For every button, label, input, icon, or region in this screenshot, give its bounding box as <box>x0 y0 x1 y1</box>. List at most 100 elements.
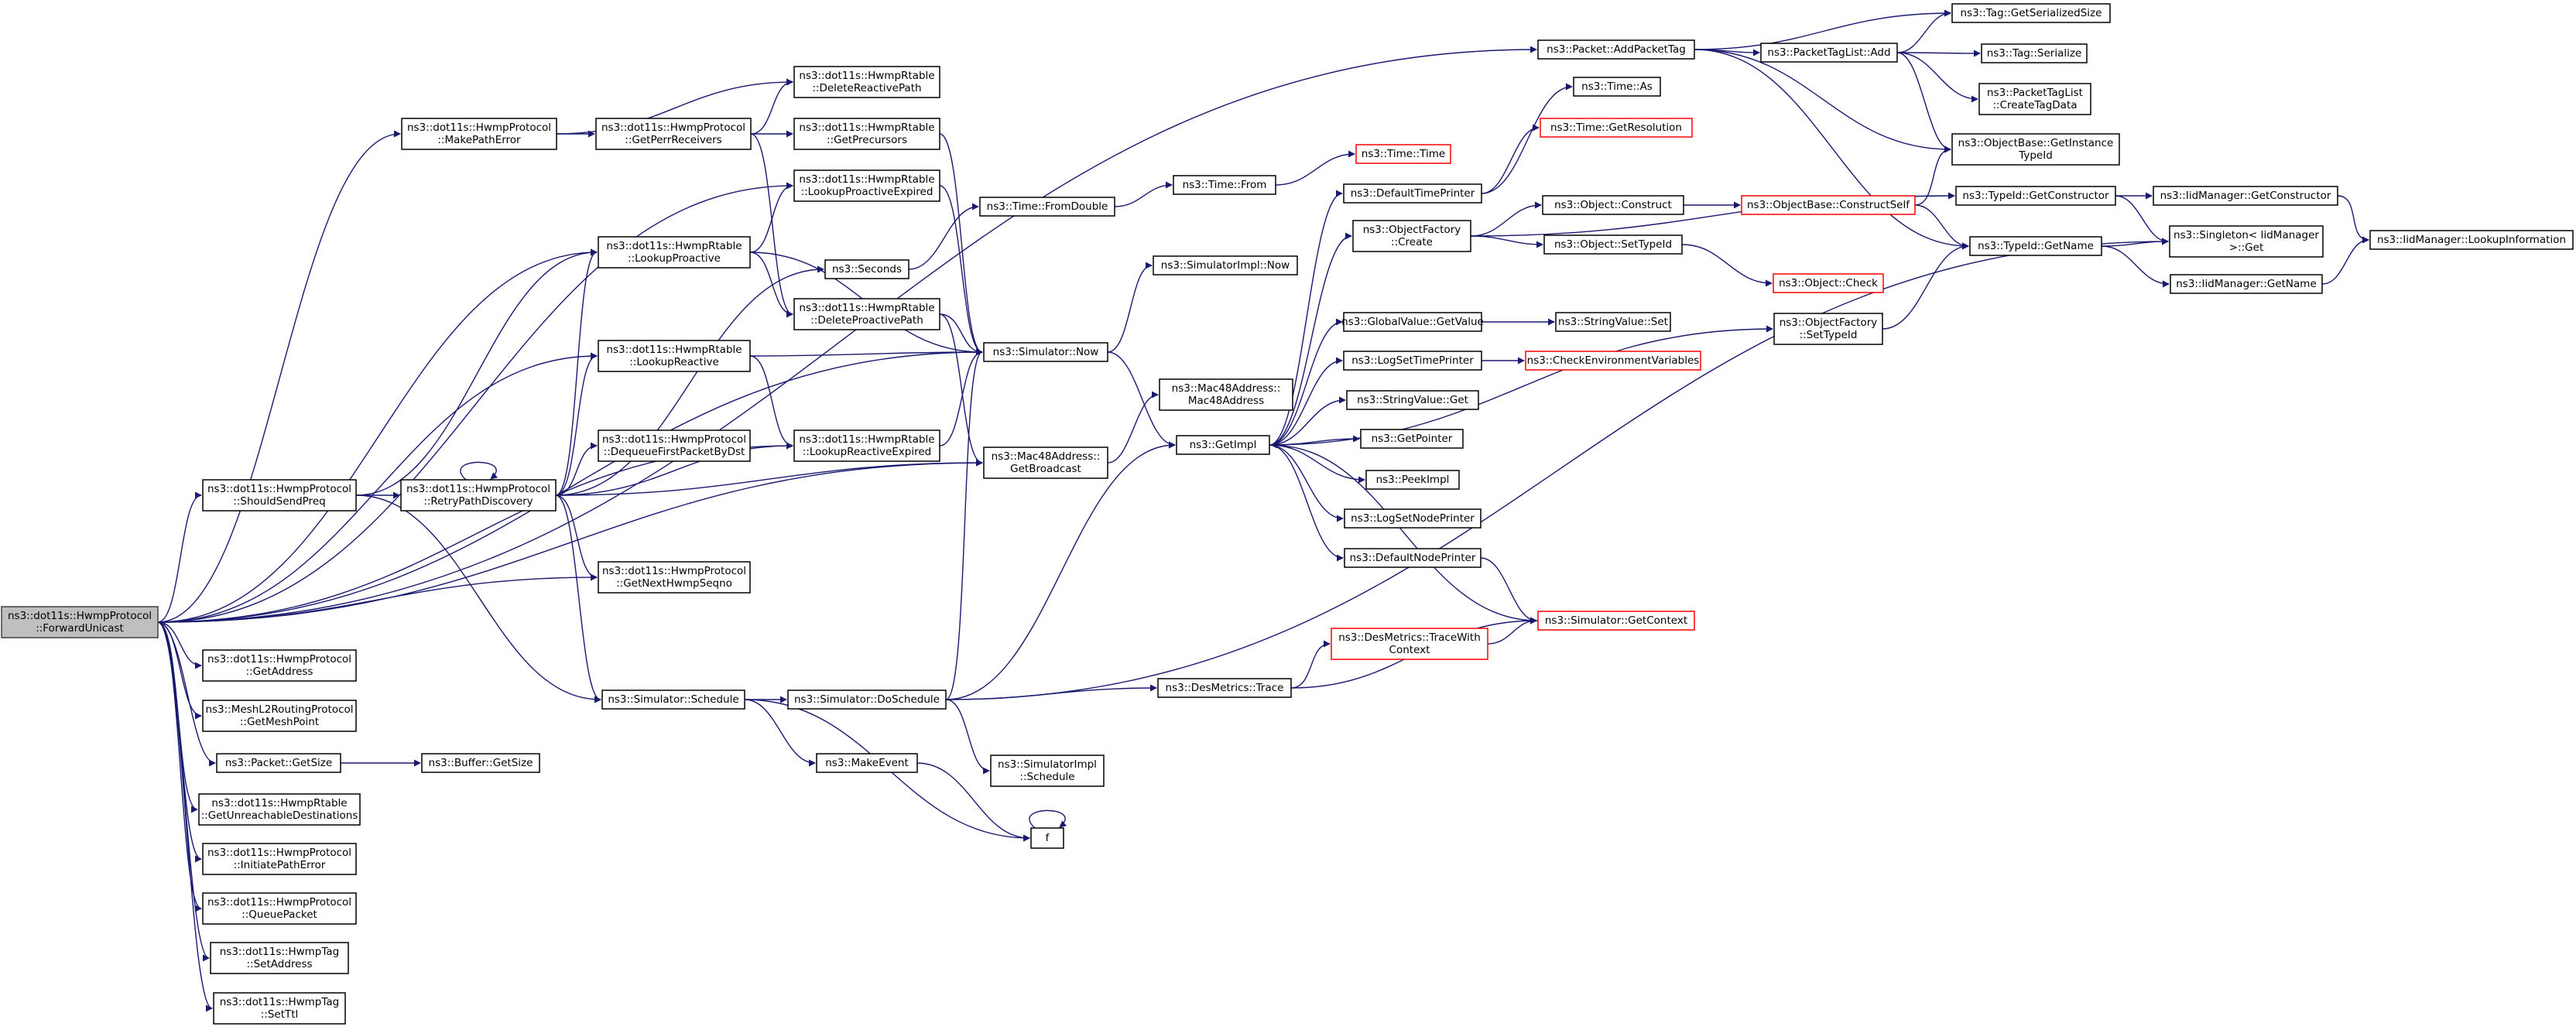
node-shouldSendPreq[interactable]: ns3::dot11s::HwmpProtocol::ShouldSendPre… <box>202 479 357 512</box>
node-seconds[interactable]: ns3::Seconds <box>824 259 909 279</box>
node-objSetTypeId[interactable]: ns3::Object::SetTypeId <box>1543 234 1683 255</box>
node-layer: ns3::dot11s::HwmpProtocol::ForwardUnicas… <box>1 3 2574 1025</box>
node-deleteReactivePath[interactable]: ns3::dot11s::HwmpRtable::DeleteReactiveP… <box>793 66 940 98</box>
node-tagListAdd[interactable]: ns3::PacketTagList::Add <box>1760 43 1898 63</box>
node-timeAs[interactable]: ns3::Time::As <box>1573 77 1661 97</box>
node-simImplSchedule[interactable]: ns3::SimulatorImpl::Schedule <box>990 755 1105 787</box>
node-tidGetName[interactable]: ns3::TypeId::GetName <box>1969 236 2102 256</box>
node-timeGetResolution[interactable]: ns3::Time::GetResolution <box>1540 118 1693 138</box>
node-f[interactable]: f <box>1030 827 1064 849</box>
node-packetAddTag[interactable]: ns3::Packet::AddPacketTag <box>1537 39 1695 60</box>
node-hwmpTagSetTtl[interactable]: ns3::dot11s::HwmpTag::SetTtl <box>213 992 346 1025</box>
node-peekImpl[interactable]: ns3::PeekImpl <box>1365 470 1460 490</box>
node-initiatePathError[interactable]: ns3::dot11s::HwmpProtocol::InitiatePathE… <box>202 843 357 875</box>
node-tagSerialize[interactable]: ns3::Tag::Serialize <box>1981 43 2088 63</box>
node-objCheck[interactable]: ns3::Object::Check <box>1773 273 1884 293</box>
node-label: ns3::dot11s::HwmpRtable <box>606 344 742 356</box>
node-label: ns3::PeekImpl <box>1376 474 1450 486</box>
node-checkEnv[interactable]: ns3::CheckEnvironmentVariables <box>1525 351 1701 371</box>
node-iidGetName[interactable]: ns3::IidManager::GetName <box>2170 274 2323 294</box>
node-constructSelf[interactable]: ns3::ObjectBase::ConstructSelf <box>1741 195 1916 215</box>
node-box <box>793 429 940 462</box>
edge-constructSelf-to-getInstanceTypeId <box>1914 145 1951 206</box>
node-getPrecursors[interactable]: ns3::dot11s::HwmpRtable::GetPrecursors <box>793 118 940 150</box>
edge-getImpl-to-logSetNodePrinter <box>1269 444 1344 522</box>
node-lookupProactiveExpired[interactable]: ns3::dot11s::HwmpRtable::LookupProactive… <box>793 169 940 202</box>
node-mac48Ctor[interactable]: ns3::Mac48Address::Mac48Address <box>1159 378 1293 411</box>
node-box <box>983 447 1108 479</box>
node-getPointer[interactable]: ns3::GetPointer <box>1360 429 1464 449</box>
node-box <box>598 561 751 594</box>
node-label: ns3::GetPointer <box>1372 433 1453 445</box>
node-iidLookupInfo[interactable]: ns3::IidManager::LookupInformation <box>2369 230 2574 250</box>
node-label: ns3::dot11s::HwmpProtocol <box>207 653 351 666</box>
node-singletonGet[interactable]: ns3::Singleton< IidManager >::Get <box>2169 225 2324 258</box>
node-logSetTimePrinter[interactable]: ns3::LogSetTimePrinter <box>1343 351 1482 371</box>
node-label: ns3::GlobalValue::GetValue <box>1341 316 1484 328</box>
node-box <box>210 942 349 974</box>
node-desMetricsTrace[interactable]: ns3::DesMetrics::Trace <box>1157 678 1292 698</box>
node-timeFromDouble[interactable]: ns3::Time::FromDouble <box>979 197 1115 217</box>
node-bufferGetSize[interactable]: ns3::Buffer::GetSize <box>421 753 540 773</box>
node-timeFrom[interactable]: ns3::Time::From <box>1173 175 1276 195</box>
node-packetGetSize[interactable]: ns3::Packet::GetSize <box>216 753 341 773</box>
node-getPerrReceivers[interactable]: ns3::dot11s::HwmpProtocol::GetPerrReceiv… <box>595 118 752 150</box>
node-simSchedule[interactable]: ns3::Simulator::Schedule <box>601 690 745 710</box>
edge-retryPathDiscovery-to-simSchedule <box>555 494 601 703</box>
node-label: ::SetTypeId <box>1800 329 1858 341</box>
node-label: ns3::dot11s::HwmpProtocol <box>406 483 550 495</box>
node-label: ::CreateTagData <box>1992 99 2077 111</box>
node-box <box>1773 273 1884 293</box>
edge-packetAddTag-to-tagGetSerSize <box>1694 9 1951 50</box>
node-mac48Broadcast[interactable]: ns3::Mac48Address::GetBroadcast <box>983 447 1108 479</box>
node-getContext[interactable]: ns3::Simulator::GetContext <box>1537 611 1695 631</box>
node-createTagData[interactable]: ns3::PacketTagList::CreateTagData <box>1978 83 2091 115</box>
node-retryPathDiscovery[interactable]: ns3::dot11s::HwmpProtocol::RetryPathDisc… <box>400 479 557 512</box>
node-lookupProactive[interactable]: ns3::dot11s::HwmpRtable::LookupProactive <box>598 236 751 269</box>
node-lookupReactiveExpired[interactable]: ns3::dot11s::HwmpRtable::LookupReactiveE… <box>793 429 940 462</box>
node-label: ::InitiatePathError <box>234 859 326 871</box>
node-deleteProactivePath[interactable]: ns3::dot11s::HwmpRtable::DeleteProactive… <box>793 298 940 330</box>
node-getImpl[interactable]: ns3::GetImpl <box>1176 435 1270 455</box>
node-tagGetSerSize[interactable]: ns3::Tag::GetSerializedSize <box>1951 3 2111 23</box>
edge-simDoSchedule-to-getImpl <box>945 441 1176 700</box>
node-objFactoryCreate[interactable]: ns3::ObjectFactory::Create <box>1352 220 1471 252</box>
node-label: ns3::Tag::Serialize <box>1987 47 2082 60</box>
node-getMeshPoint[interactable]: ns3::MeshL2RoutingProtocol::GetMeshPoint <box>202 700 357 732</box>
node-svGet[interactable]: ns3::StringValue::Get <box>1346 390 1479 410</box>
node-label: ns3::IidManager::GetName <box>2176 278 2317 290</box>
node-defaultNodePrinter[interactable]: ns3::DefaultNodePrinter <box>1344 548 1482 568</box>
node-queuePacket[interactable]: ns3::dot11s::HwmpProtocol::QueuePacket <box>202 892 357 925</box>
node-makeEvent[interactable]: ns3::MakeEvent <box>816 753 918 773</box>
node-tidGetConstructor[interactable]: ns3::TypeId::GetConstructor <box>1955 186 2116 206</box>
edge-objSetTypeId-to-objCheck <box>1681 244 1773 287</box>
node-svSet[interactable]: ns3::StringValue::Set <box>1555 312 1671 332</box>
node-dequeueFirst[interactable]: ns3::dot11s::HwmpProtocol::DequeueFirstP… <box>598 429 751 462</box>
node-getUnreachable[interactable]: ns3::dot11s::HwmpRtable::GetUnreachableD… <box>198 793 361 826</box>
node-gvGetValue[interactable]: ns3::GlobalValue::GetValue <box>1341 312 1484 332</box>
node-simImplNow[interactable]: ns3::SimulatorImpl::Now <box>1153 255 1298 275</box>
node-simDoSchedule[interactable]: ns3::Simulator::DoSchedule <box>787 690 947 710</box>
node-logSetNodePrinter[interactable]: ns3::LogSetNodePrinter <box>1344 508 1482 529</box>
node-box <box>1773 313 1883 345</box>
node-defaultTimePrinter[interactable]: ns3::DefaultTimePrinter <box>1343 183 1482 204</box>
edge-tidGetConstructor-to-singletonGet <box>2115 195 2169 245</box>
node-lookupReactive[interactable]: ns3::dot11s::HwmpRtable::LookupReactive <box>598 340 751 372</box>
edge-getPrecursors-to-simNow <box>939 133 983 356</box>
node-iidGetConstructor[interactable]: ns3::IidManager::GetConstructor <box>2153 186 2338 206</box>
node-label: f <box>1046 832 1050 844</box>
node-simNow[interactable]: ns3::Simulator::Now <box>983 342 1108 362</box>
node-hwmpTagSetAddress[interactable]: ns3::dot11s::HwmpTag::SetAddress <box>210 942 349 974</box>
node-getNextHwmpSeqno[interactable]: ns3::dot11s::HwmpProtocol::GetNextHwmpSe… <box>598 561 751 594</box>
node-label: ns3::dot11s::HwmpTag <box>220 996 339 1008</box>
node-ofSetTypeId[interactable]: ns3::ObjectFactory::SetTypeId <box>1773 313 1883 345</box>
node-forwardUnicast[interactable]: ns3::dot11s::HwmpProtocol::ForwardUnicas… <box>1 606 159 638</box>
node-objConstruct[interactable]: ns3::Object::Construct <box>1542 195 1684 215</box>
node-box <box>1360 429 1464 449</box>
edge-forwardUnicast-to-lookupProactive <box>157 248 598 623</box>
node-getAddress[interactable]: ns3::dot11s::HwmpProtocol::GetAddress <box>202 649 357 682</box>
node-makePathError[interactable]: ns3::dot11s::HwmpProtocol::MakePathError <box>401 118 557 150</box>
node-timeTime[interactable]: ns3::Time::Time <box>1355 144 1451 164</box>
